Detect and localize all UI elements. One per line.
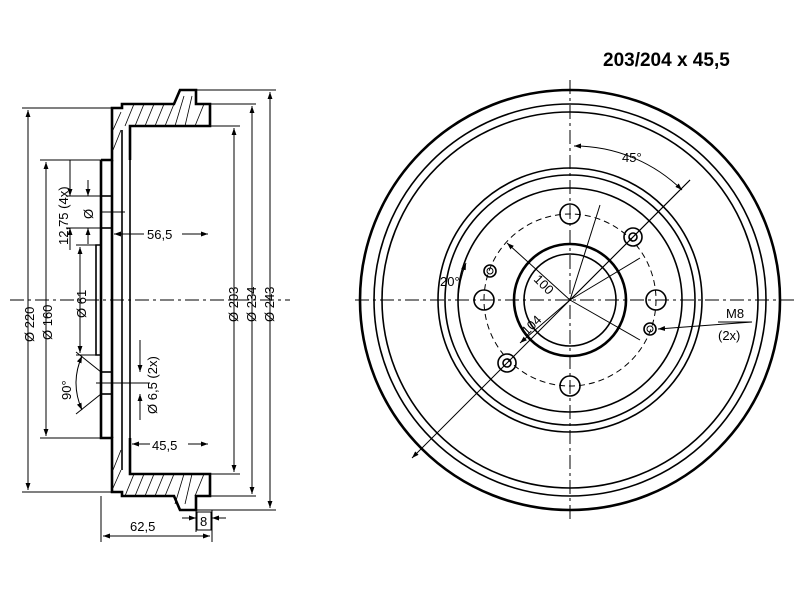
hub-bore-circle xyxy=(523,253,617,347)
label-dia-203: Ø 203 xyxy=(226,287,241,322)
stud-hole-right xyxy=(645,289,667,311)
diag-extension xyxy=(569,179,691,301)
pos-hole-upper-inner xyxy=(628,232,638,242)
label-dia-220: Ø 220 xyxy=(22,307,37,342)
dim-line-100 xyxy=(506,242,571,301)
stud-hole-top xyxy=(559,203,581,225)
drum-rim-inner-circle xyxy=(381,111,759,489)
label-8-box xyxy=(196,511,212,531)
label-565-bg xyxy=(144,226,182,242)
m8-hole-right-inner xyxy=(646,325,654,333)
label-dia-160: Ø 160 xyxy=(40,305,55,340)
section-bottom-outline xyxy=(99,160,212,512)
dim-arc-45 xyxy=(573,143,683,191)
leader-lower xyxy=(569,299,641,341)
label-455-bg xyxy=(150,436,188,452)
label-dia-61: Ø 61 xyxy=(74,290,89,318)
bolt-circle xyxy=(483,213,657,387)
label-90deg: 90° xyxy=(59,380,74,400)
label-1275: 12,75 (4x) xyxy=(56,186,71,245)
pos-hole-lower xyxy=(497,353,517,373)
m8-hole-left-inner xyxy=(486,267,494,275)
label-100: 100 xyxy=(531,272,557,298)
pos-hole-lower-inner xyxy=(502,358,512,368)
label-45deg: 45° xyxy=(622,150,642,165)
label-625: 62,5 xyxy=(130,519,155,534)
m8-hole-right xyxy=(643,322,657,336)
hatch-bottom xyxy=(112,449,205,505)
label-dia-65: Ø 6,5 (2x) xyxy=(145,356,160,414)
label-m8-count: (2x) xyxy=(718,328,740,343)
pos-hole-upper xyxy=(623,227,643,247)
leader-upper xyxy=(569,257,641,301)
hub-step xyxy=(95,244,101,356)
chamfer-lines xyxy=(75,351,102,415)
label-455: 45,5 xyxy=(152,438,177,453)
label-20deg: 20° xyxy=(440,274,460,289)
label-m8: M8 xyxy=(726,306,744,321)
drawing-title: 203/204 x 45,5 xyxy=(603,50,730,71)
hub-outer-circle xyxy=(512,242,628,358)
dim-arc-90 xyxy=(75,355,83,411)
label-stud-dia: Ø xyxy=(81,209,96,219)
label-565: 56,5 xyxy=(147,227,172,242)
flange-inner-circle xyxy=(444,174,696,426)
dim-arc-20 xyxy=(457,262,467,301)
drum-rim-circle xyxy=(373,103,767,497)
leader-top xyxy=(569,204,601,301)
flange-outer-circle xyxy=(437,167,703,433)
front-view: 45° 20° 100 104 M8 (2x) xyxy=(355,80,795,520)
m8-leader xyxy=(657,321,753,331)
label-dia-234: Ø 234 xyxy=(244,287,259,322)
stud-hole-bottom xyxy=(559,375,581,397)
label-dia-243: Ø 243 xyxy=(262,287,277,322)
side-view: Ø 220 Ø 160 12,75 (4x) Ø Ø 61 90° Ø 6,5 … xyxy=(10,88,290,542)
label-8: 8 xyxy=(200,514,207,529)
m8-hole-left xyxy=(483,264,497,278)
hatch-top xyxy=(112,95,205,151)
dim-line-104 xyxy=(519,299,571,344)
drum-outer-circle xyxy=(358,88,782,512)
label-104: 104 xyxy=(519,312,545,338)
stud-hole-left xyxy=(473,289,495,311)
